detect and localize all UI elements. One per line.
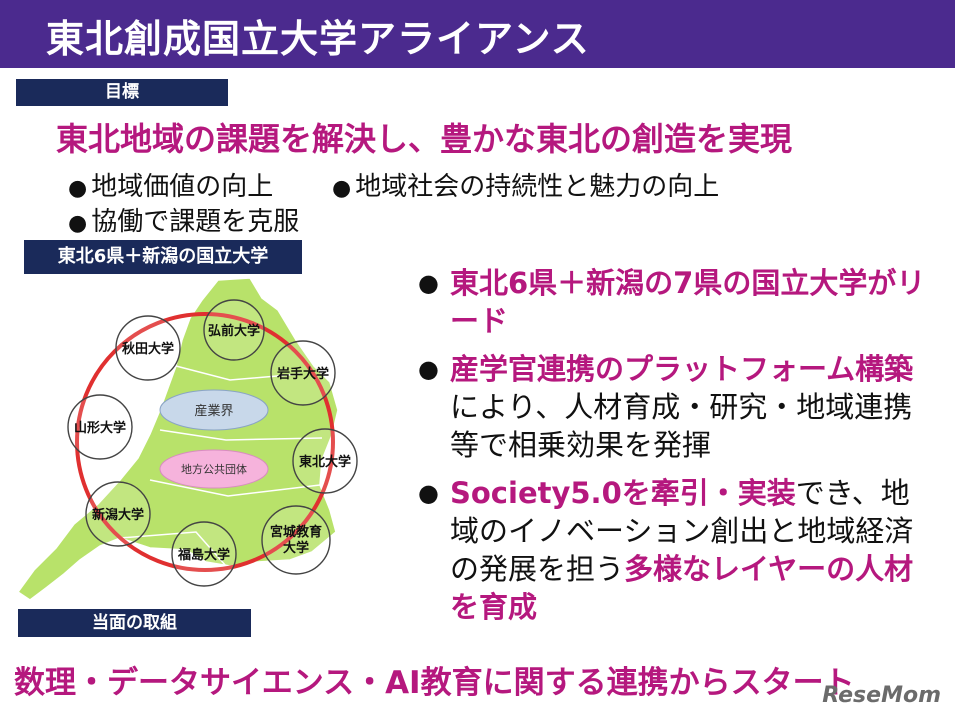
univ-label: 東北大学: [299, 454, 351, 470]
bullet-list: ● 東北6県＋新潟の7県の国立大学がリード ● 産学官連携のプラットフォーム構築…: [418, 264, 938, 636]
industry-ellipse: [159, 389, 269, 431]
bullet-icon: ●: [68, 176, 88, 201]
current-efforts-label: 当面の取組: [18, 609, 251, 637]
univ-label-line2: 大学: [283, 540, 309, 556]
bullet-item: ● 産学官連携のプラットフォーム構築により、人材育成・研究・地域連携等で相乗効果…: [418, 352, 914, 462]
univ-node-miyagi-edu: 宮城教育大学: [261, 505, 331, 575]
univ-node-niigata: 新潟大学: [85, 481, 151, 547]
univ-label: 宮城教育大学: [270, 524, 322, 556]
univ-label: 山形大学: [74, 420, 126, 436]
bullet-icon: ●: [418, 479, 439, 507]
univ-label: 弘前大学: [208, 323, 260, 339]
univ-label: 福島大学: [177, 547, 230, 563]
goal-item: ●地域価値の向上: [68, 172, 274, 202]
bullet-item: ● 東北6県＋新潟の7県の国立大学がリード: [418, 266, 926, 338]
univ-node-tohoku: 東北大学: [292, 428, 358, 494]
header-bar: 東北創成国立大学アライアンス: [0, 0, 955, 68]
univ-label: 秋田大学: [122, 341, 174, 357]
univ-node-akita: 秋田大学: [115, 315, 181, 381]
resemom-logo: ReseMom: [822, 683, 941, 708]
univ-node-fukushima: 福島大学: [171, 521, 237, 587]
government-ellipse: [159, 449, 269, 489]
bullet-icon: ●: [68, 211, 88, 236]
univ-node-hirosaki: 弘前大学: [203, 299, 265, 361]
goal-label: 目標: [16, 79, 228, 106]
tohoku-map-diagram: 産業界 地方公共団体 弘前大学 岩手大学 東北大学 宮城教育大学 福島大学 新潟…: [0, 270, 380, 610]
univ-label: 岩手大学: [276, 366, 329, 382]
univ-label: 新潟大学: [92, 507, 144, 523]
industry-label: 産業界: [194, 403, 233, 419]
bullet-item: ● Society5.0を牽引・実装でき、地域のイノベーション創出と地域経済の発…: [418, 476, 914, 624]
bullet-icon: ●: [418, 355, 439, 383]
univ-label-line1: 宮城教育: [270, 524, 322, 540]
government-label: 地方公共団体: [181, 462, 247, 476]
map-svg: 産業界 地方公共団体 弘前大学 岩手大学 東北大学 宮城教育大学 福島大学 新潟…: [16, 277, 358, 601]
bullet-icon: ●: [332, 176, 352, 201]
univ-node-yamagata: 山形大学: [67, 394, 133, 460]
goal-main-text: 東北地域の課題を解決し、豊かな東北の創造を実現: [56, 120, 793, 158]
goal-item: ●協働で課題を克服: [68, 207, 300, 237]
bottom-statement: 数理・データサイエンス・AI教育に関する連携からスタート: [14, 665, 855, 701]
univ-node-iwate: 岩手大学: [270, 340, 336, 406]
page-title: 東北創成国立大学アライアンス: [46, 17, 590, 61]
universities-label: 東北6県＋新潟の国立大学: [24, 240, 302, 274]
bullet-icon: ●: [418, 269, 439, 297]
alliance-ring: [75, 312, 335, 572]
goal-item: ●地域社会の持続性と魅力の向上: [332, 172, 720, 202]
